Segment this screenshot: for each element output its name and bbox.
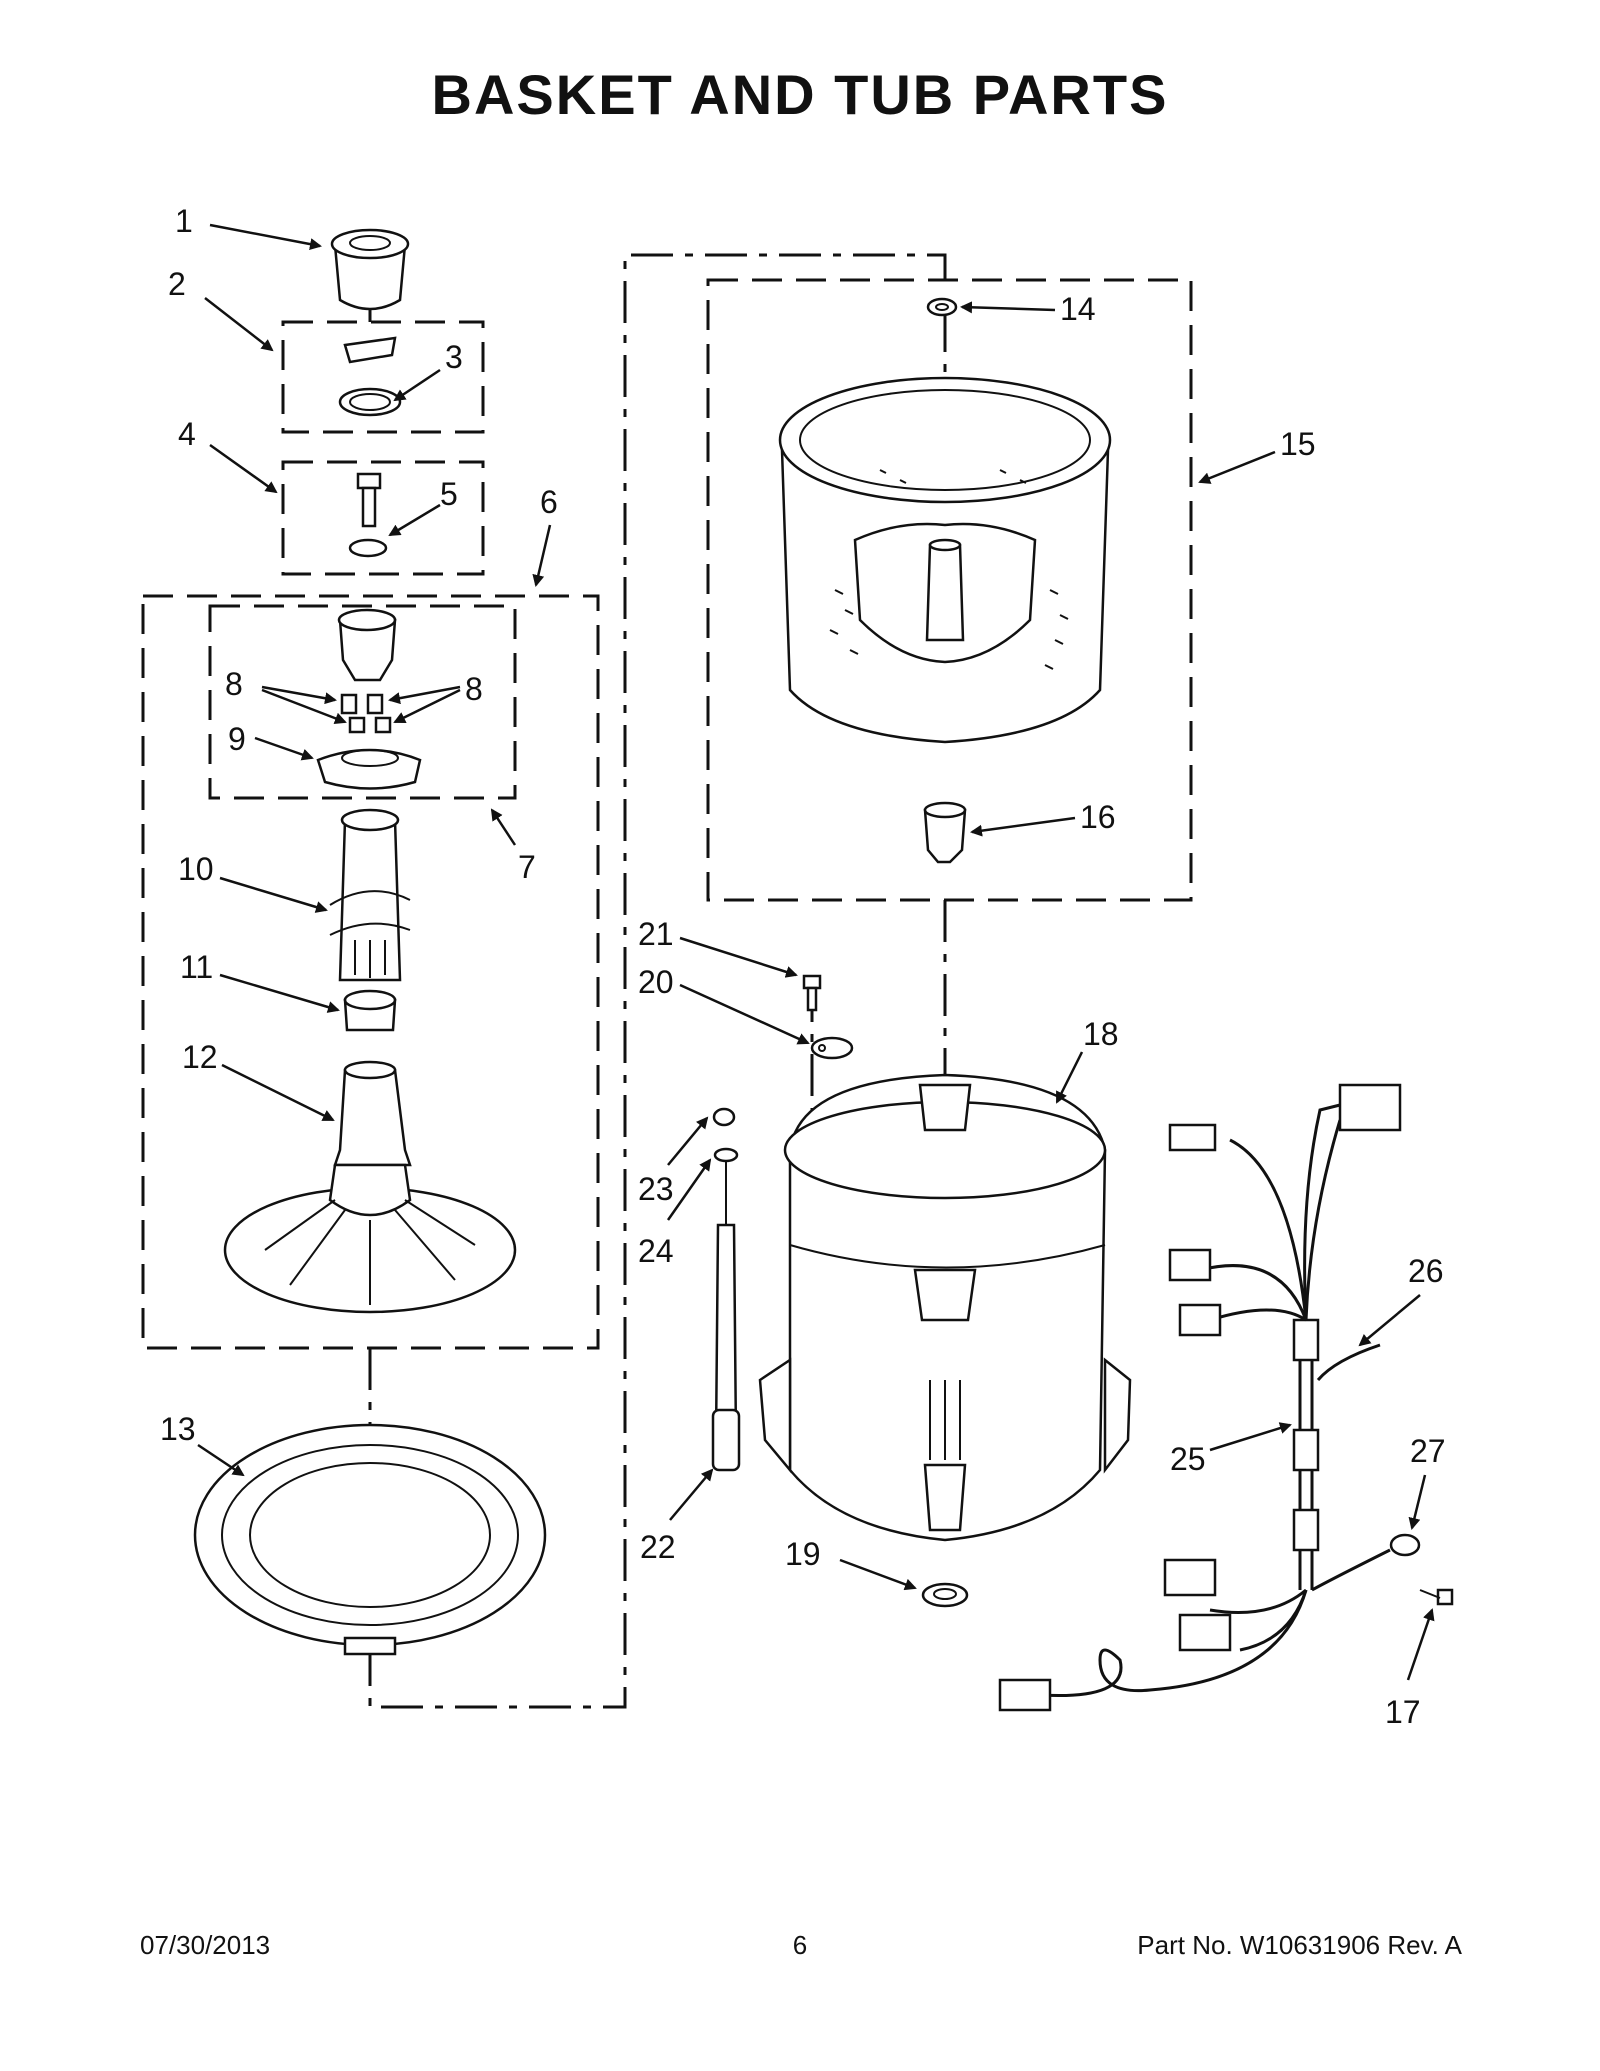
- group-box-2: [281, 320, 485, 434]
- part-17-screw: [1419, 1588, 1454, 1606]
- part-number: Part No. W10631906 Rev. A: [1137, 1930, 1462, 1960]
- callout-6: 6: [540, 484, 558, 520]
- callout-4: 4: [178, 416, 196, 452]
- callout-21: 21: [638, 916, 674, 952]
- callout-15: 15: [1280, 426, 1316, 462]
- part-12-agitator-base: [223, 1060, 517, 1314]
- callout-23: 23: [638, 1171, 674, 1207]
- callout-8-left: 8: [225, 666, 243, 702]
- part-7-cam-assembly: [316, 608, 422, 790]
- callout-10: 10: [178, 851, 214, 887]
- part-18-outer-tub: [758, 1073, 1132, 1542]
- callout-20: 20: [638, 964, 674, 1000]
- part-20-bracket: [810, 1036, 854, 1060]
- callout-27: 27: [1410, 1433, 1446, 1469]
- print-date: 07/30/2013: [140, 1930, 271, 1960]
- callout-1: 1: [175, 203, 193, 239]
- callout-12: 12: [182, 1039, 218, 1075]
- callout-2: 2: [168, 266, 186, 302]
- callout-11: 11: [180, 949, 213, 985]
- callout-17: 17: [1385, 1694, 1421, 1730]
- part-5-bolt: [348, 472, 388, 558]
- callout-24: 24: [638, 1233, 674, 1269]
- part-21-screw: [802, 974, 822, 1012]
- part-16-drive-block: [923, 801, 967, 864]
- part-3-seal-parts: [338, 336, 402, 417]
- page-number: 6: [792, 1930, 808, 1960]
- leader-arrows: [197, 223, 1435, 1681]
- page-title: BASKET AND TUB PARTS: [431, 63, 1169, 126]
- callout-3: 3: [445, 339, 463, 375]
- part-25-wire-harness: [998, 1083, 1402, 1712]
- callout-7: 7: [518, 849, 536, 885]
- part-14-nut: [926, 297, 958, 317]
- part-19-seal: [921, 1582, 969, 1608]
- callout-13: 13: [160, 1411, 196, 1447]
- part-1-cap: [330, 228, 410, 311]
- group-box-4: [281, 460, 485, 576]
- callout-8-right: 8: [465, 671, 483, 707]
- callout-18: 18: [1083, 1016, 1119, 1052]
- part-22-suspension-rod: [711, 1162, 741, 1472]
- callout-9: 9: [228, 721, 246, 757]
- part-24-washer: [713, 1147, 739, 1163]
- callout-14: 14: [1060, 291, 1096, 327]
- part-13-balance-ring: [193, 1423, 547, 1656]
- callout-5: 5: [440, 476, 458, 512]
- callout-25: 25: [1170, 1441, 1206, 1477]
- part-27-clamp: [1389, 1533, 1421, 1557]
- group-box-15: [706, 278, 1193, 902]
- group-box-7: [208, 604, 517, 800]
- callout-26: 26: [1408, 1253, 1444, 1289]
- callout-19: 19: [785, 1536, 821, 1572]
- part-11-adapter: [343, 989, 397, 1032]
- callout-22: 22: [640, 1529, 676, 1565]
- part-10-agitator-column: [329, 808, 411, 982]
- callout-16: 16: [1080, 799, 1116, 835]
- part-23-dome: [712, 1107, 736, 1127]
- part-15-basket: [778, 376, 1112, 744]
